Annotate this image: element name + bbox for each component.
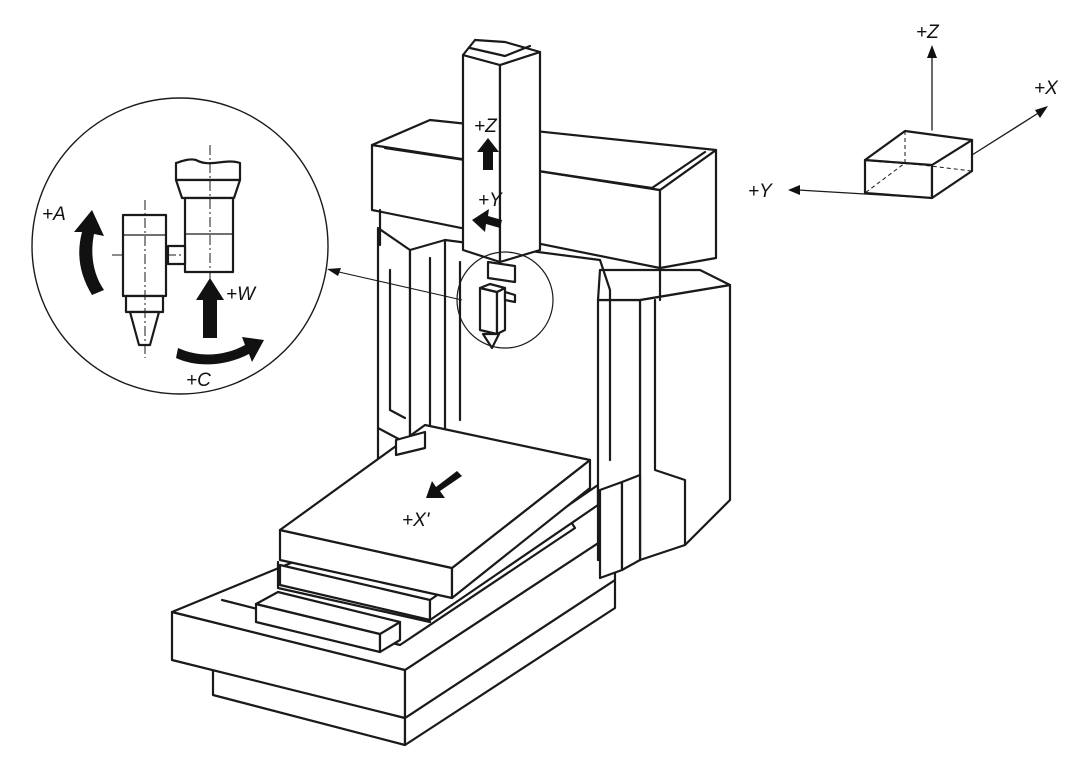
a-rotation-arrow: [74, 210, 104, 295]
z-ram: [461, 38, 542, 284]
z-axis-arrow: [477, 138, 499, 170]
main-z-label: +Z: [474, 116, 498, 137]
reference-axes: [788, 45, 1048, 200]
table-x-label: +X': [402, 510, 431, 531]
detail-leader-line: [329, 269, 463, 301]
detail-w-label: +W: [226, 284, 257, 305]
detail-marker-circle: [456, 251, 554, 349]
main-y-label: +Y: [478, 190, 503, 211]
leader-arrowhead: [327, 268, 341, 276]
base-rails: [254, 483, 600, 654]
machine-probe: [456, 251, 554, 350]
ref-y-label: +Y: [748, 181, 773, 202]
probe-detail: [31, 97, 329, 395]
right-column: [596, 268, 732, 580]
c-rotation-arrow: [176, 337, 264, 365]
probe-head-top: [174, 158, 242, 182]
ref-x-label: +X: [1034, 78, 1059, 99]
ref-z-label: +Z: [916, 22, 940, 43]
x-prime-axis-arrow: [426, 471, 462, 498]
w-axis-arrow: [196, 278, 224, 338]
detail-a-label: +A: [42, 204, 66, 225]
reference-block: [863, 158, 934, 200]
y-axis-arrow: [472, 209, 502, 232]
detail-c-label: +C: [186, 370, 211, 391]
